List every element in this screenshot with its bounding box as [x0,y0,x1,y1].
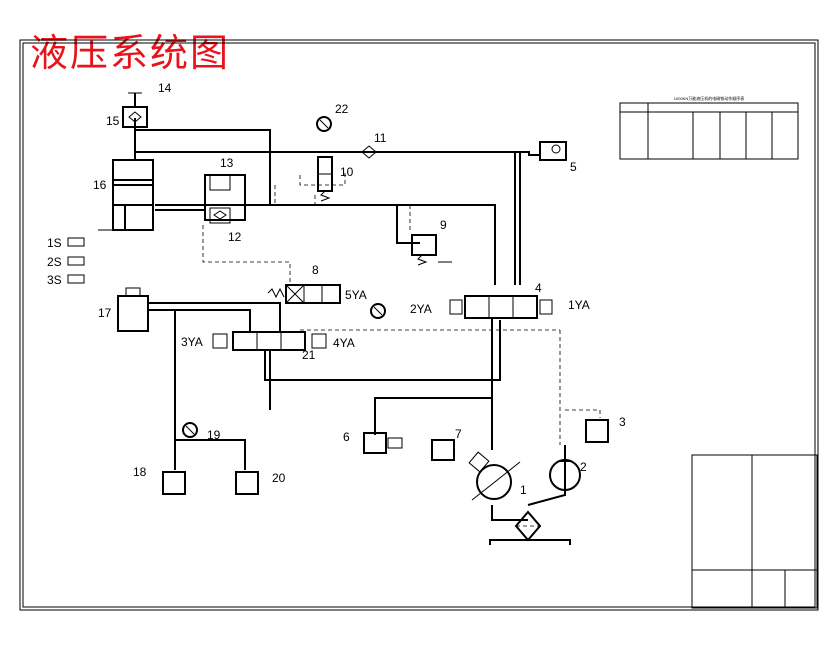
label-15: 15 [106,114,120,128]
directional-valve-21 [212,331,327,351]
label-7: 7 [455,427,462,441]
pressure-gauge-center [370,303,386,319]
relief-valve-7 [431,439,455,461]
pump-2 [549,458,581,491]
label-22: 22 [335,102,349,116]
label-3ya: 3YA [181,335,203,349]
label-2ya: 2YA [410,302,432,316]
check-valve-block [204,174,246,224]
label-12: 12 [228,230,242,244]
label-1: 1 [520,483,527,497]
drawing-inner-frame [22,42,816,608]
variable-pump-1 [468,451,521,501]
pilot-lines [202,172,601,445]
valve-20 [235,471,259,495]
label-21: 21 [302,348,316,362]
drawing-frame [19,39,819,611]
check-valve-11 [361,145,377,159]
label-10: 10 [340,165,354,179]
label-3s: 3S [47,273,62,287]
sequence-table-title: 1000KN万能液压机的电磁铁动作顺序表 [674,95,744,101]
pressure-gauge-19 [182,422,198,438]
relief-valve-3 [585,419,609,443]
label-20: 20 [272,471,286,485]
label-16: 16 [93,178,107,192]
aux-cylinder [117,287,149,332]
title-block [691,454,818,609]
valve-10 [317,156,333,202]
label-19: 19 [207,428,221,442]
filter-bottom [514,510,542,542]
pressure-gauge-22 [316,116,332,132]
label-18: 18 [133,465,147,479]
label-1s: 1S [47,236,62,250]
limit-switches [67,237,85,284]
label-11: 11 [374,131,387,145]
label-9: 9 [440,218,447,232]
label-2s: 2S [47,255,62,269]
label-8: 8 [312,263,319,277]
pressure-switch-5 [539,141,567,161]
directional-valve-8 [267,284,341,304]
label-4: 4 [535,281,542,295]
label-14: 14 [158,81,172,95]
label-4ya: 4YA [333,336,355,350]
label-3: 3 [619,415,626,429]
label-6: 6 [343,430,350,444]
pipe-lines [134,118,571,545]
label-5: 5 [570,160,577,174]
label-13: 13 [220,156,234,170]
valve-18 [162,471,186,495]
directional-valve-4 [449,295,553,319]
valve-9 [411,234,452,266]
label-17: 17 [98,306,112,320]
label-2: 2 [580,460,587,474]
label-1ya: 1YA [568,298,590,312]
label-5ya: 5YA [345,288,367,302]
relief-valve-6 [363,432,403,454]
main-cylinder [98,159,154,231]
sequence-table [619,102,799,160]
filter-15 [122,92,148,128]
